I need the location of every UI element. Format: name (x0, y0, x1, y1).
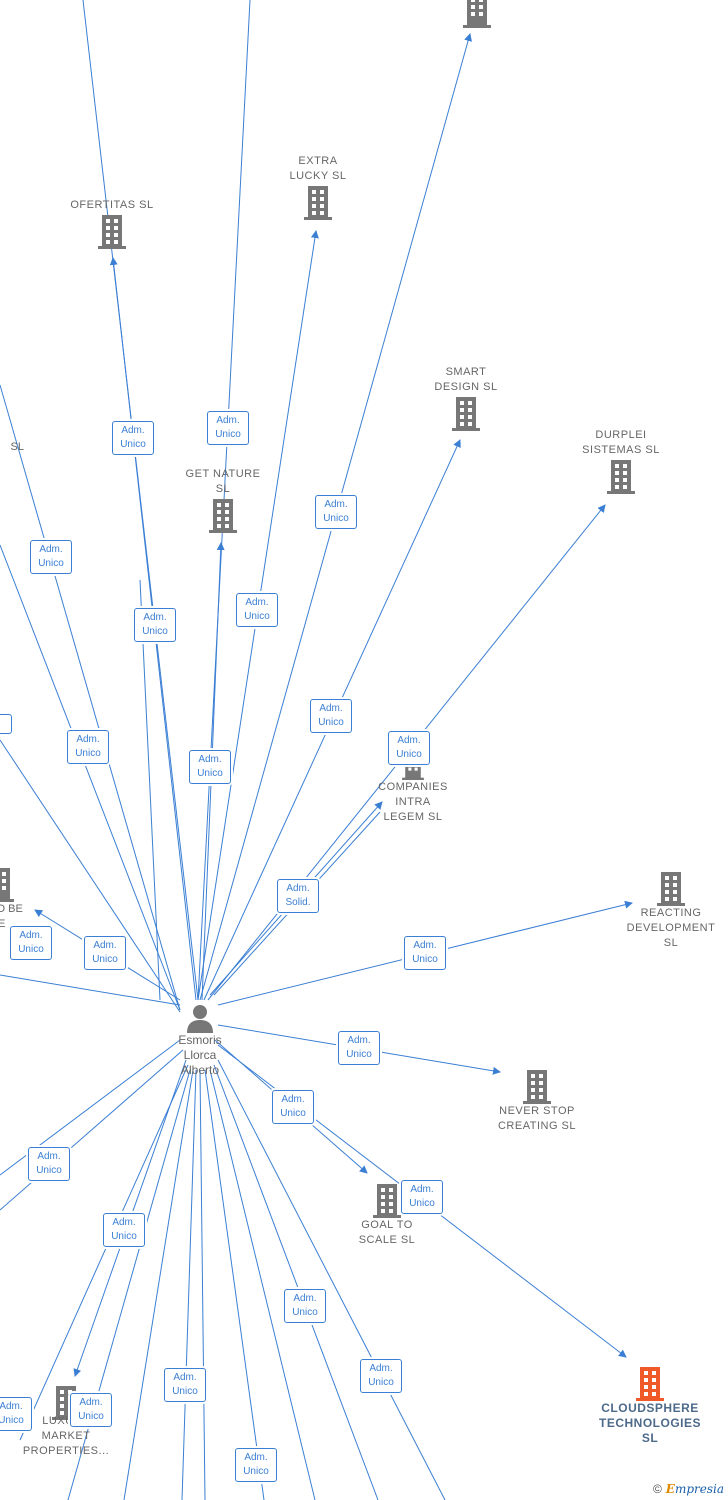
person-icon (187, 1005, 213, 1033)
relation-edge (0, 1049, 184, 1211)
relation-edge (0, 544, 181, 1011)
relation-badge[interactable]: Adm. Unico (10, 926, 52, 960)
company-name: GET NATURE SL (185, 468, 261, 495)
relation-badge-partial[interactable]: o (0, 714, 12, 734)
company-name: REACTING DEVELOPMENT SL (626, 907, 716, 949)
node-never-stop-creating[interactable]: NEVER STOP CREATING SL (477, 1068, 597, 1134)
relation-badge[interactable]: Adm. Unico (134, 608, 176, 642)
node-smart-design[interactable]: SMART DESIGN SL (406, 365, 526, 431)
node-extra-lucky[interactable]: EXTRA LUCKY SL (258, 154, 378, 220)
relation-edge (199, 1069, 206, 1500)
relation-badge[interactable]: Adm. Unico (112, 421, 154, 455)
node-goal-to-scale[interactable]: GOAL TO SCALE SL (327, 1182, 447, 1248)
relation-badge[interactable]: Adm. Unico (315, 495, 357, 529)
empresia-copyright: © Empresia (653, 1482, 724, 1496)
building-icon (657, 872, 685, 906)
relation-badge[interactable]: Adm. Unico (235, 1448, 277, 1482)
relation-badge[interactable]: Adm. Unico (30, 540, 72, 574)
node-left-partial-to-be[interactable]: TO BE CE (0, 866, 23, 932)
node-get-nature[interactable]: GET NATURE SL (163, 467, 283, 533)
relation-badge[interactable]: Adm. Unico (404, 936, 446, 970)
relation-edge (209, 1069, 316, 1500)
building-icon (463, 0, 491, 28)
company-name: NEVER STOP CREATING SL (497, 1105, 577, 1132)
building-icon (209, 499, 237, 533)
company-name: SL (10, 441, 24, 453)
node-top-right-company[interactable] (463, 0, 491, 28)
building-icon (452, 397, 480, 431)
relation-edge (139, 579, 161, 1001)
relation-badge[interactable]: Adm. Unico (70, 1393, 112, 1427)
relation-badge[interactable]: Adm. Unico (360, 1359, 402, 1393)
building-icon (98, 215, 126, 249)
relation-edge (213, 1064, 379, 1500)
building-icon (523, 1070, 551, 1104)
relation-edge (123, 1069, 194, 1500)
node-ofertitas[interactable]: OFERTITAS SL (52, 198, 172, 249)
building-icon (0, 868, 14, 902)
relation-badge[interactable]: Adm. Unico (164, 1368, 206, 1402)
node-durplei-sistemas[interactable]: DURPLEI SISTEMAS SL (561, 428, 681, 494)
company-name: CLOUDSPHERE TECHNOLOGIES SL (598, 1401, 701, 1445)
relation-badge[interactable]: Adm. Unico (207, 411, 249, 445)
relation-badge[interactable]: Adm. Unico (84, 936, 126, 970)
relation-badge[interactable]: Adm. Unico (338, 1031, 380, 1065)
person-name: Esmoris Llorca Alberto (178, 1033, 222, 1077)
company-name: DURPLEI SISTEMAS SL (582, 429, 660, 456)
relation-edge (217, 1059, 446, 1500)
building-icon (636, 1367, 664, 1401)
company-name: COMPANIES INTRA LEGEM SL (378, 781, 448, 823)
company-name: EXTRA LUCKY SL (289, 155, 347, 182)
node-left-partial-sl[interactable]: SL (0, 441, 24, 453)
relation-edge (181, 1069, 197, 1500)
building-icon (607, 460, 635, 494)
relation-badge[interactable]: Adm. Unico (310, 699, 352, 733)
relation-badge[interactable]: Adm. Unico (103, 1213, 145, 1247)
relation-badge[interactable]: Adm. Unico (236, 593, 278, 627)
building-icon (373, 1184, 401, 1218)
relation-edge (204, 1069, 265, 1500)
node-cloudsphere-technologies[interactable]: CLOUDSPHERE TECHNOLOGIES SL (590, 1365, 710, 1446)
node-person-esmoris-llorca-alberto[interactable]: Esmoris Llorca Alberto (160, 1003, 240, 1078)
relation-badge[interactable]: Adm. Unico (284, 1289, 326, 1323)
relation-badge[interactable]: Adm. Unico (67, 730, 109, 764)
company-name: OFERTITAS SL (70, 199, 154, 211)
relation-edge (0, 739, 181, 1013)
relation-badge[interactable]: Adm. Unico (388, 731, 430, 765)
relation-edge (0, 974, 181, 1006)
relation-badge[interactable]: Adm. Unico (272, 1090, 314, 1124)
company-name: GOAL TO SCALE SL (358, 1219, 416, 1246)
relation-edge (67, 1069, 191, 1500)
relation-badge[interactable]: Adm. Unico (401, 1180, 443, 1214)
copyright-icon: © (652, 1482, 662, 1496)
relation-badge[interactable]: Adm. Unico (28, 1147, 70, 1181)
relation-badge[interactable]: Adm. Solid. (277, 879, 319, 913)
relation-badge[interactable]: Adm. Unico (0, 1397, 32, 1431)
relation-edge (19, 1064, 189, 1441)
empresia-logo: Empresia (665, 1482, 724, 1496)
company-name: SMART DESIGN SL (434, 366, 498, 393)
building-icon (304, 186, 332, 220)
relation-edge (0, 384, 181, 1011)
node-reacting-development[interactable]: REACTING DEVELOPMENT SL (611, 870, 728, 951)
relation-badge[interactable]: Adm. Unico (189, 750, 231, 784)
company-name: TO BE CE (0, 903, 23, 930)
